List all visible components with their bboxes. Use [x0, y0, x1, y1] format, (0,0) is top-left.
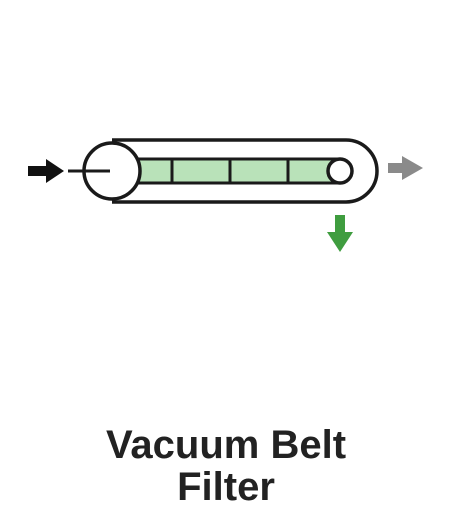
equipment-title: Vacuum Belt Filter: [0, 424, 452, 508]
inlet-arrow-icon: [28, 159, 64, 183]
vacuum-belt-filter-symbol: [28, 138, 423, 252]
tail-roller: [326, 157, 354, 185]
filter-bed: [136, 157, 340, 185]
filtrate-arrow-icon: [327, 215, 353, 252]
outlet-arrow-icon: [388, 156, 423, 180]
equipment-title-line-2: Filter: [177, 465, 275, 509]
equipment-title-line-1: Vacuum Belt: [105, 423, 347, 467]
